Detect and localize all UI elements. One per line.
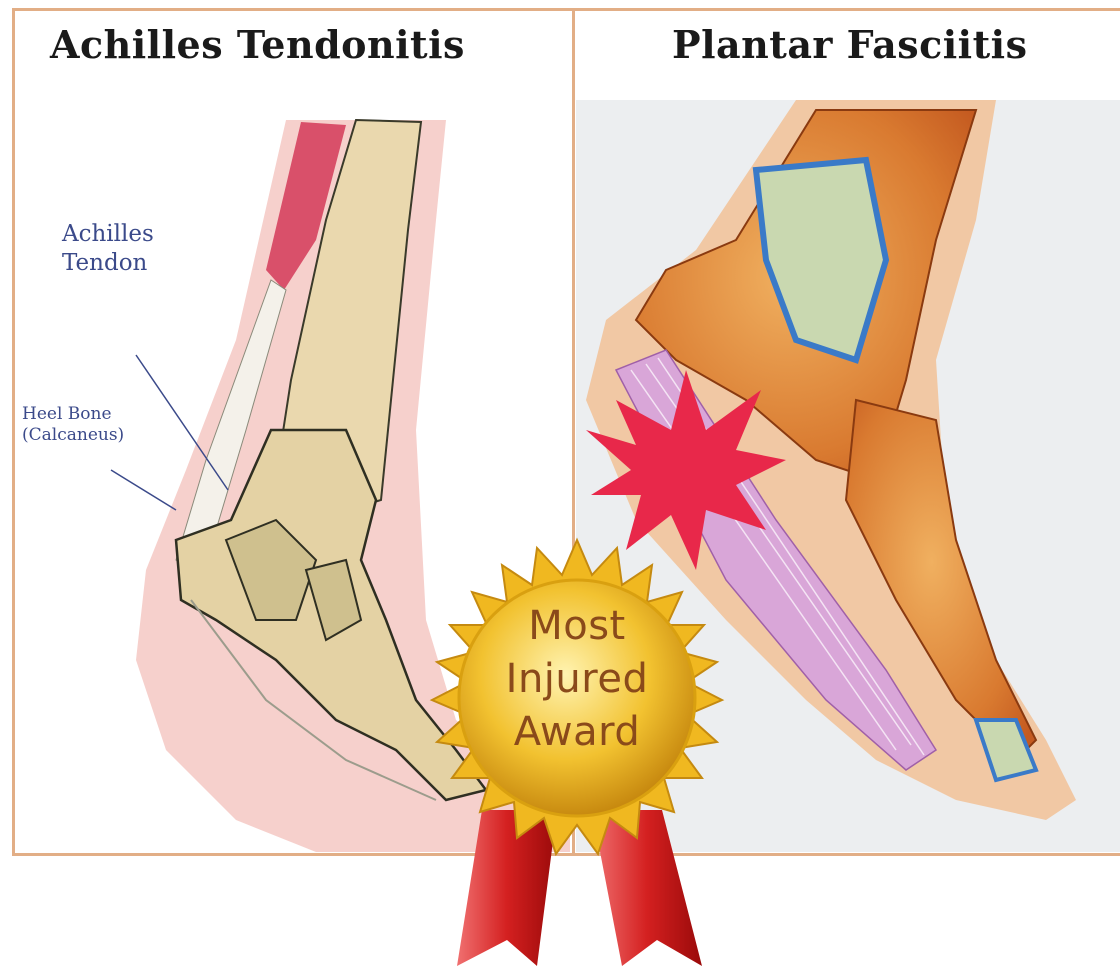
label-heel-line2: (Calcaneus) (22, 425, 124, 446)
award-label: Most Injured Award (472, 600, 682, 759)
award-line-award: Award (472, 706, 682, 759)
title-plantar-fasciitis: Plantar Fasciitis (672, 22, 1028, 67)
label-tendon-line2: Tendon (62, 249, 154, 278)
title-achilles-tendonitis: Achilles Tendonitis (50, 22, 465, 67)
label-achilles-tendon: Achilles Tendon (62, 220, 154, 278)
award-line-most: Most (472, 600, 682, 653)
label-heel-line1: Heel Bone (22, 404, 124, 425)
award-line-injured: Injured (472, 653, 682, 706)
ribbon-right (592, 810, 702, 966)
label-heel-bone: Heel Bone (Calcaneus) (22, 404, 124, 447)
ribbon-left (457, 810, 557, 966)
label-tendon-line1: Achilles (62, 220, 154, 249)
heel-leader-line (111, 470, 176, 510)
